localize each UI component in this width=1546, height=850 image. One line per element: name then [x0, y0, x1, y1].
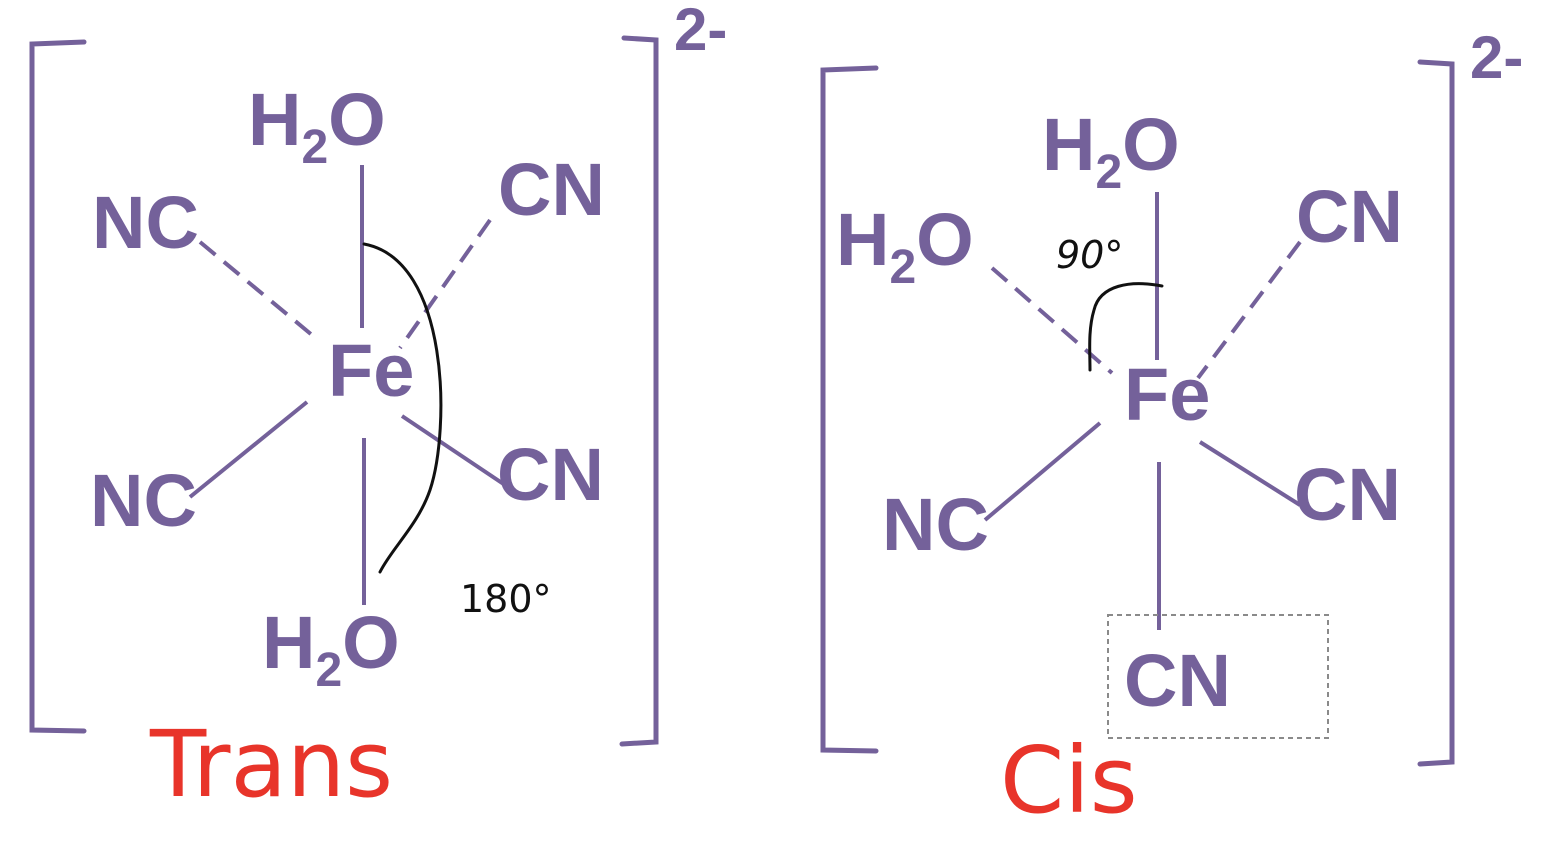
trans-ligand-lower-left: NC: [90, 459, 197, 542]
cis-ligand-lower-left: NC: [882, 483, 989, 566]
trans-charge: 2-: [674, 0, 727, 63]
trans-ligand-upper-right: CN: [498, 148, 605, 231]
cis-right-bracket: [1417, 59, 1455, 767]
trans-metal-label: Fe: [328, 329, 414, 412]
trans-ligand-lower-right: CN: [497, 433, 604, 516]
cis-selection-box[interactable]: [1107, 614, 1329, 739]
cis-bond-upper-left: [990, 266, 1114, 375]
cis-charge: 2-: [1470, 24, 1523, 91]
trans-bond-lower-right: [400, 414, 507, 487]
cis-ligand-lower-right: CN: [1294, 453, 1401, 536]
cis-ligand-upper-right: CN: [1296, 175, 1403, 258]
cis-isomer-label: Cis: [1000, 727, 1138, 834]
cis-left-bracket: [820, 65, 879, 754]
cis-angle-arc: [1088, 282, 1164, 372]
trans-ligand-top: H2O: [248, 78, 386, 174]
trans-ligand-upper-left: NC: [92, 181, 199, 264]
cis-bond-lower-left: [983, 421, 1102, 522]
cis-complex: 2- Fe H2O H2O CN NC CN CN 90° Cis: [820, 24, 1523, 834]
cis-bond-lower-right: [1198, 440, 1302, 507]
trans-isomer-label: Trans: [149, 711, 393, 818]
cis-ligand-top: H2O: [1042, 103, 1180, 199]
trans-complex: 2- Fe H2O H2O NC CN NC CN 180° Trans: [29, 0, 727, 818]
trans-bond-lower-left: [188, 400, 309, 499]
cis-ligand-upper-left: H2O: [836, 198, 974, 294]
trans-left-bracket: [29, 39, 87, 734]
trans-angle-arc: [362, 242, 443, 574]
trans-ligand-bottom: H2O: [262, 601, 400, 697]
trans-angle-note: 180°: [460, 577, 552, 621]
cis-angle-note: 90°: [1056, 233, 1123, 277]
cis-metal-label: Fe: [1124, 353, 1210, 436]
cis-bond-upper-right: [1196, 240, 1302, 380]
trans-right-bracket: [619, 35, 659, 747]
cis-ligand-bottom: CN: [1124, 639, 1231, 722]
trans-bond-upper-right: [398, 218, 492, 350]
trans-bond-upper-left: [198, 240, 320, 342]
